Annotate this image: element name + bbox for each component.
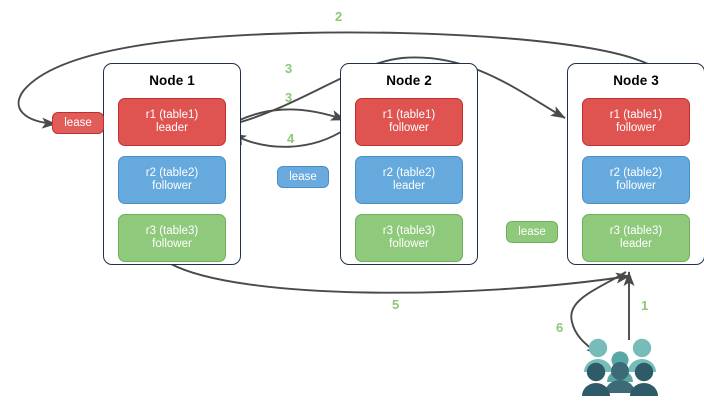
node-3-range-r3[interactable]: r3 (table3) leader <box>582 214 690 262</box>
range-role: follower <box>152 180 192 192</box>
range-label: r1 (table1) <box>609 108 663 121</box>
lease-label: lease <box>64 117 92 129</box>
range-role: leader <box>393 180 425 192</box>
step-label-2: 2 <box>335 9 343 24</box>
node-3-title: Node 3 <box>613 73 659 88</box>
users-icon-center-front <box>605 362 635 393</box>
arrow-step-3-to-node3 <box>225 56 566 127</box>
users-icon-front-row <box>582 362 658 396</box>
node-3[interactable]: Node 3 r1 (table1) follower r2 (table2) … <box>567 63 704 265</box>
node-1-range-r2[interactable]: r2 (table2) follower <box>118 156 226 204</box>
step-label-6: 6 <box>556 320 564 335</box>
node-3-range-r1[interactable]: r1 (table1) follower <box>582 98 690 146</box>
range-role: leader <box>620 238 652 250</box>
arrow-step-5 <box>170 263 631 294</box>
range-label: r3 (table3) <box>145 224 199 237</box>
arrow-step-4 <box>231 127 348 148</box>
range-label: r3 (table3) <box>382 224 436 237</box>
range-label: r3 (table3) <box>609 224 663 237</box>
step-label-3a: 3 <box>285 61 293 76</box>
range-role: follower <box>389 122 429 134</box>
node-1-range-r3[interactable]: r3 (table3) follower <box>118 214 226 262</box>
range-label: r2 (table2) <box>609 166 663 179</box>
node-2-title: Node 2 <box>386 73 432 88</box>
node-2[interactable]: Node 2 r1 (table1) follower r2 (table2) … <box>340 63 478 265</box>
node-1-title: Node 1 <box>149 73 195 88</box>
range-role: follower <box>616 122 656 134</box>
range-role: follower <box>616 180 656 192</box>
node-2-range-r2[interactable]: r2 (table2) leader <box>355 156 463 204</box>
node-3-range-r2[interactable]: r2 (table2) follower <box>582 156 690 204</box>
range-label: r2 (table2) <box>382 166 436 179</box>
node-2-range-r3[interactable]: r3 (table3) follower <box>355 214 463 262</box>
step-label-3b: 3 <box>285 90 293 105</box>
range-role: leader <box>156 122 188 134</box>
range-label: r1 (table1) <box>145 108 199 121</box>
step-label-1: 1 <box>641 298 649 313</box>
lease-badge-r1[interactable]: lease <box>52 112 104 134</box>
node-1[interactable]: Node 1 r1 (table1) leader r2 (table2) fo… <box>103 63 241 265</box>
lease-label: lease <box>518 226 546 238</box>
lease-label: lease <box>289 171 317 183</box>
node-1-range-r1[interactable]: r1 (table1) leader <box>118 98 226 146</box>
step-label-4: 4 <box>287 131 295 146</box>
range-label: r2 (table2) <box>145 166 199 179</box>
range-role: follower <box>152 238 192 250</box>
node-2-range-r1[interactable]: r1 (table1) follower <box>355 98 463 146</box>
range-role: follower <box>389 238 429 250</box>
arrow-step-2 <box>17 31 653 129</box>
lease-badge-r2[interactable]: lease <box>277 166 329 188</box>
lease-badge-r3[interactable]: lease <box>506 221 558 243</box>
step-label-5: 5 <box>392 297 400 312</box>
range-label: r1 (table1) <box>382 108 436 121</box>
